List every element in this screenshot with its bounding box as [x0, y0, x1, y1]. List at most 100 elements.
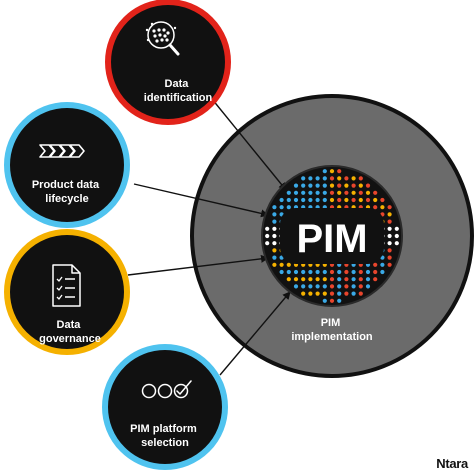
pim-dot	[293, 183, 299, 188]
pim-dot	[272, 226, 277, 231]
node-data-identification: Data identification	[105, 0, 231, 125]
pim-dot	[301, 183, 306, 188]
pim-dot	[329, 197, 335, 203]
pim-dot	[272, 262, 277, 267]
connectors	[127, 98, 291, 376]
pim-dot	[387, 212, 392, 217]
pim-dot	[272, 233, 277, 239]
pim-dot	[337, 183, 342, 188]
pim-dot	[373, 269, 378, 275]
pim-dot	[293, 284, 299, 289]
pim-dot	[301, 190, 306, 195]
pim-dot	[394, 233, 399, 239]
pim-dot	[308, 277, 313, 282]
pim-dot	[351, 190, 356, 195]
pim-dot	[322, 183, 327, 188]
pim-dot	[286, 277, 291, 282]
pim-dot	[329, 298, 335, 303]
pim-dot	[344, 284, 349, 289]
pim-dot	[358, 269, 363, 275]
pim-dot	[365, 269, 371, 275]
pim-dot	[272, 219, 277, 224]
pim-badge: PIM	[261, 165, 403, 307]
pim-dot	[322, 169, 327, 174]
pim-dot	[329, 269, 335, 275]
pim-dot	[387, 219, 392, 224]
checklist-document-icon	[52, 264, 81, 307]
node-product-data-lifecycle-label: Product data lifecycle	[32, 179, 102, 205]
node-pim-platform-selection: PIM platform selection	[102, 344, 228, 470]
pim-dot	[286, 197, 291, 203]
pim-dot	[387, 226, 392, 231]
pim-dot	[308, 183, 313, 188]
check-circles-icon	[141, 380, 192, 399]
pim-dot	[293, 197, 299, 203]
pim-dot	[337, 277, 342, 282]
pim-dot	[286, 269, 291, 275]
connector-arrow	[133, 183, 269, 218]
pim-badge-plate	[280, 208, 384, 264]
pim-dot	[322, 277, 327, 282]
pim-dot	[329, 176, 335, 181]
pim-dot	[337, 298, 342, 303]
pim-dot	[315, 197, 320, 203]
node-data-governance-label: Data governance	[39, 319, 101, 345]
pim-dot	[322, 190, 327, 195]
pim-dot	[373, 277, 378, 282]
pim-dot	[380, 205, 385, 210]
pim-dot	[315, 176, 320, 181]
pim-dot	[337, 284, 342, 289]
pim-dot	[358, 197, 363, 203]
pim-dot	[322, 269, 327, 275]
pim-dot	[351, 291, 356, 296]
pim-dot	[279, 197, 284, 203]
pim-dot	[365, 277, 371, 282]
pim-dot	[365, 197, 371, 203]
pim-dot	[373, 190, 378, 195]
connector-arrow	[211, 98, 287, 191]
pim-dot	[315, 284, 320, 289]
pim-dot	[337, 291, 342, 296]
pim-dot	[337, 169, 342, 174]
pim-dot	[387, 248, 392, 253]
chevrons-icon	[39, 144, 85, 158]
pim-dot	[365, 183, 371, 188]
pim-dot	[315, 277, 320, 282]
pim-dot	[358, 284, 363, 289]
pim-dot	[308, 176, 313, 181]
pim-dot	[286, 190, 291, 195]
pim-dot	[272, 212, 277, 217]
pim-dot	[387, 205, 392, 210]
pim-dot	[344, 176, 349, 181]
pim-dot	[358, 176, 363, 181]
pim-dot	[279, 205, 284, 210]
connector-arrow	[127, 254, 269, 276]
pim-dot	[308, 197, 313, 203]
pim-dot	[351, 269, 356, 275]
pim-dot	[279, 269, 284, 275]
pim-dot	[365, 190, 371, 195]
pim-implementation-label: PIM implementation	[291, 317, 373, 343]
pim-dot	[301, 269, 306, 275]
magnifier-dots-icon	[145, 21, 180, 56]
pim-dot	[394, 241, 399, 246]
pim-badge-text: PIM	[296, 217, 367, 261]
node-product-data-lifecycle: Product data lifecycle	[4, 102, 130, 228]
pim-dot	[322, 291, 327, 296]
pim-dot	[337, 190, 342, 195]
pim-dot	[301, 291, 306, 296]
node-data-governance: Data governance	[4, 229, 130, 355]
pim-dot	[358, 183, 363, 188]
pim-dot	[358, 291, 363, 296]
pim-dot	[329, 183, 335, 188]
pim-dot	[337, 197, 342, 203]
pim-dot	[329, 291, 335, 296]
pim-dot	[358, 190, 363, 195]
pim-dot	[308, 284, 313, 289]
pim-dot	[373, 197, 378, 203]
pim-dot	[387, 262, 392, 267]
pim-dot	[265, 233, 270, 239]
ntara-logo: Ntara	[436, 456, 468, 471]
pim-dot	[286, 205, 291, 210]
